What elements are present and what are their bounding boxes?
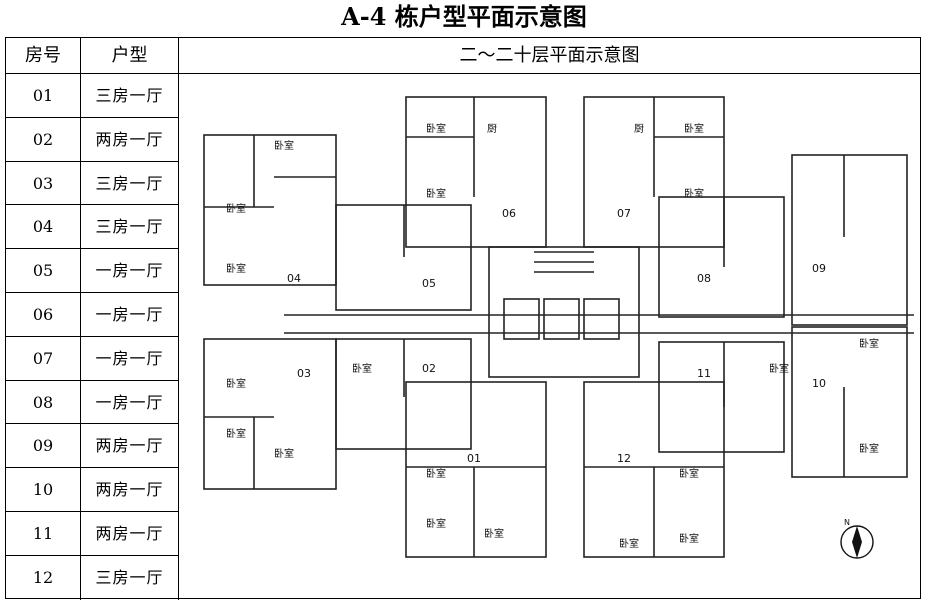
bedroom-label: 卧室 — [226, 262, 246, 275]
unit-label-04: 04 — [287, 272, 301, 285]
room-number: 12 — [6, 555, 81, 600]
room-number: 06 — [6, 292, 81, 336]
page-title: A-4 栋户型平面示意图 — [341, 2, 587, 31]
bedroom-label: 卧室 — [679, 467, 699, 480]
bedroom-label: 卧室 — [859, 337, 879, 350]
bedroom-label: 卧室 — [426, 122, 446, 135]
header-unit-type: 户型 — [81, 38, 179, 74]
unit-type: 三房一厅 — [81, 555, 179, 600]
unit-label-06: 06 — [502, 207, 516, 220]
unit-label-12: 12 — [617, 452, 631, 465]
unit-type: 一房一厅 — [81, 292, 179, 336]
bedroom-label: 卧室 — [684, 187, 704, 200]
bedroom-label: 卧室 — [426, 187, 446, 200]
bedroom-label: 卧室 — [769, 362, 789, 375]
unit-type: 三房一厅 — [81, 161, 179, 205]
bedroom-label: 卧室 — [226, 427, 246, 440]
floor-plan-drawing: 01 02 03 04 05 06 07 08 09 10 11 12 卧室 卧… — [174, 37, 914, 560]
compass-north-label: N — [844, 518, 850, 527]
room-number: 07 — [6, 336, 81, 380]
bedroom-label: 卧室 — [684, 122, 704, 135]
room-number: 11 — [6, 511, 81, 555]
unit-label-07: 07 — [617, 207, 631, 220]
bedroom-label: 卧室 — [619, 537, 639, 550]
room-number: 01 — [6, 74, 81, 117]
unit-type: 一房一厅 — [81, 336, 179, 380]
unit-type: 一房一厅 — [81, 380, 179, 424]
bedroom-label: 卧室 — [226, 377, 246, 390]
unit-type: 两房一厅 — [81, 424, 179, 468]
unit-label-10: 10 — [812, 377, 826, 390]
bedroom-label: 卧室 — [484, 527, 504, 540]
header-floor-plan: 二～二十层平面示意图 — [179, 38, 920, 74]
unit-label-01: 01 — [467, 452, 481, 465]
room-number: 08 — [6, 380, 81, 424]
unit-type: 一房一厅 — [81, 249, 179, 292]
bedroom-label: 卧室 — [274, 139, 294, 152]
unit-label-08: 08 — [697, 272, 711, 285]
compass-icon: N — [840, 518, 874, 559]
room-number: 09 — [6, 424, 81, 468]
bedroom-label: 卧室 — [426, 467, 446, 480]
unit-label-02: 02 — [422, 362, 436, 375]
room-number: 03 — [6, 161, 81, 205]
header-room-number: 房号 — [6, 38, 81, 74]
bedroom-label: 卧室 — [352, 362, 372, 375]
bedroom-label: 卧室 — [226, 202, 246, 215]
unit-type: 三房一厅 — [81, 205, 179, 249]
bedroom-label: 卧室 — [859, 442, 879, 455]
unit-label-11: 11 — [697, 367, 711, 380]
bedroom-label: 卧室 — [679, 532, 699, 545]
bedroom-label: 卧室 — [274, 447, 294, 460]
room-number: 04 — [6, 205, 81, 249]
unit-type: 两房一厅 — [81, 468, 179, 511]
bedroom-label: 卧室 — [426, 517, 446, 530]
unit-label-03: 03 — [297, 367, 311, 380]
unit-label-09: 09 — [812, 262, 826, 275]
room-number: 02 — [6, 117, 81, 161]
kitchen-label: 厨 — [634, 123, 644, 135]
unit-label-05: 05 — [422, 277, 436, 290]
room-number: 10 — [6, 468, 81, 511]
unit-type: 两房一厅 — [81, 117, 179, 161]
unit-type: 三房一厅 — [81, 74, 179, 117]
unit-type: 两房一厅 — [81, 511, 179, 555]
room-number: 05 — [6, 249, 81, 292]
kitchen-label: 厨 — [487, 123, 497, 135]
